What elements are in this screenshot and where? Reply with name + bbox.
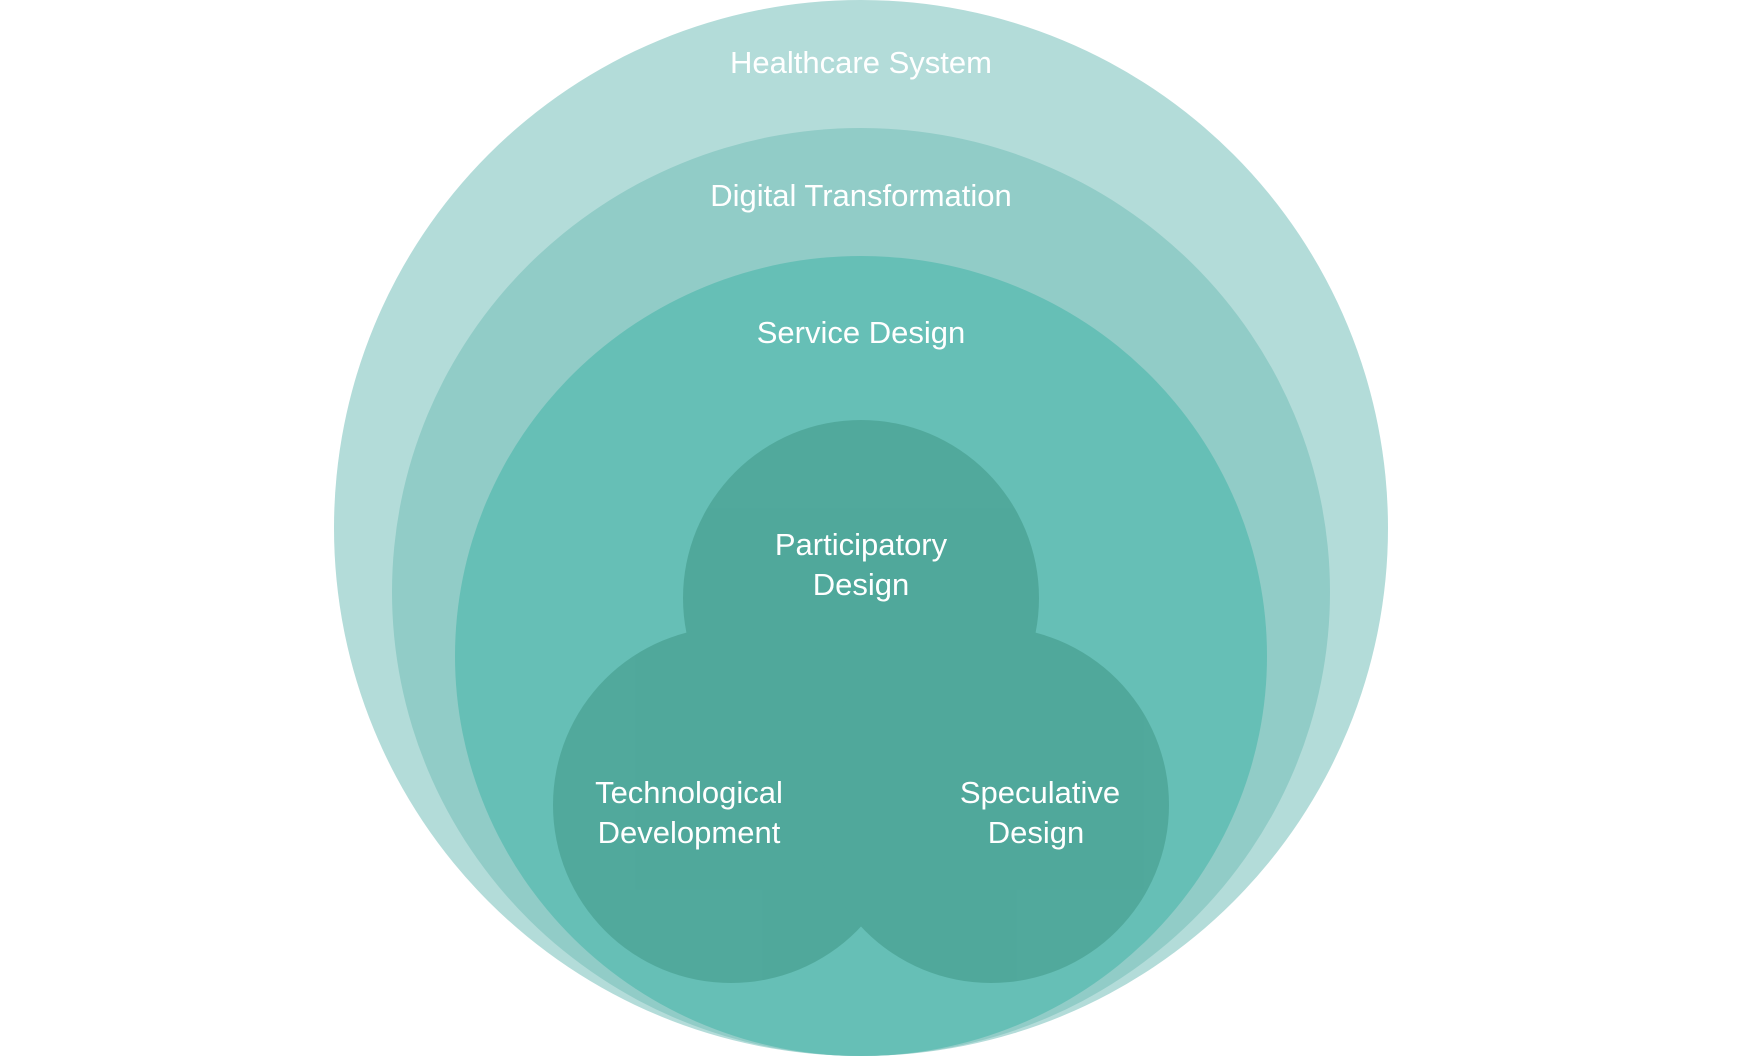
speculative-design-label: Speculative (960, 775, 1120, 810)
technological-development-label: Technological (595, 775, 783, 810)
digital-transformation-label: Digital Transformation (710, 178, 1012, 213)
speculative-design-circle (813, 627, 1169, 983)
technological-development-circle (553, 627, 909, 983)
healthcare-system-label: Healthcare System (730, 45, 992, 80)
participatory-design-label: Participatory (775, 527, 948, 562)
speculative-design-label-line2: Design (988, 815, 1085, 850)
participatory-design-label-line2: Design (813, 567, 910, 602)
venn-group (553, 420, 1169, 983)
technological-development-label-line2: Development (598, 815, 781, 850)
service-design-label: Service Design (757, 315, 965, 350)
